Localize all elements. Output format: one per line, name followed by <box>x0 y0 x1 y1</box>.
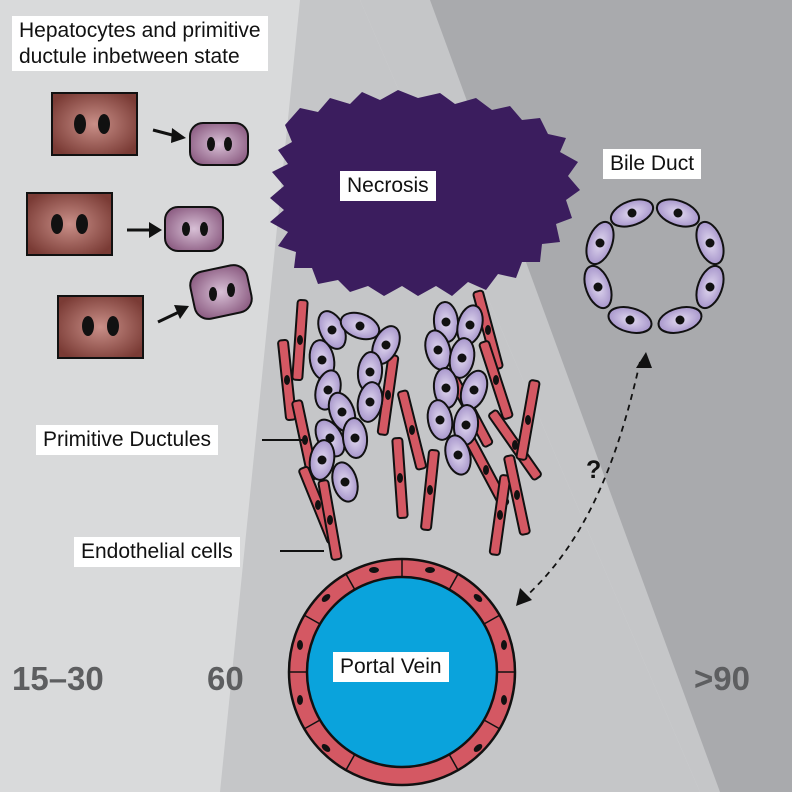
primitive-ductule-left <box>308 310 401 503</box>
hepatocytes-label: Hepatocytes and primitive ductule inbetw… <box>12 16 268 72</box>
arrowhead-down-icon <box>516 588 532 606</box>
hepatocyte-cell-3 <box>57 295 144 359</box>
dashed-double-arrow <box>521 361 641 601</box>
transitional-cell-2 <box>164 206 224 252</box>
transition-arrow-3 <box>157 305 189 324</box>
zone-label-left: 15–30 <box>12 660 104 697</box>
portal-vein-wall-cells <box>290 559 514 771</box>
necrosis-label: Necrosis <box>340 171 436 201</box>
hepatocytes-label-line1: Hepatocytes and primitive <box>19 19 261 42</box>
primitive-ductules-label: Primitive Ductules <box>36 425 219 455</box>
transitional-cell-1 <box>189 122 249 166</box>
hepatocyte-cell-1 <box>51 92 138 156</box>
transition-arrow-2 <box>127 222 162 238</box>
portal-vein-wall-nuclei <box>297 567 507 752</box>
hepatocyte-cell-2 <box>26 192 113 256</box>
transitional-cell-3 <box>189 264 253 320</box>
bile-duct-label: Bile Duct <box>603 149 702 179</box>
zone-label-right: >90 <box>694 660 750 697</box>
zone-label-middle: 60 <box>207 660 244 697</box>
endothelial-cells-label: Endothelial cells <box>74 537 240 567</box>
primitive-ductule-left-nuclei <box>317 321 391 487</box>
primitive-ductule-right-nuclei <box>433 317 479 460</box>
portal-vein-label: Portal Vein <box>333 652 449 682</box>
endothelial-nuclei <box>284 325 531 525</box>
question-mark: ? <box>586 456 602 484</box>
arrowhead-up-icon <box>636 352 652 368</box>
hepatocytes-label-line2: ductule inbetween state <box>19 44 240 68</box>
transition-arrow-1 <box>152 128 186 143</box>
bile-duct-nuclei <box>593 208 715 325</box>
